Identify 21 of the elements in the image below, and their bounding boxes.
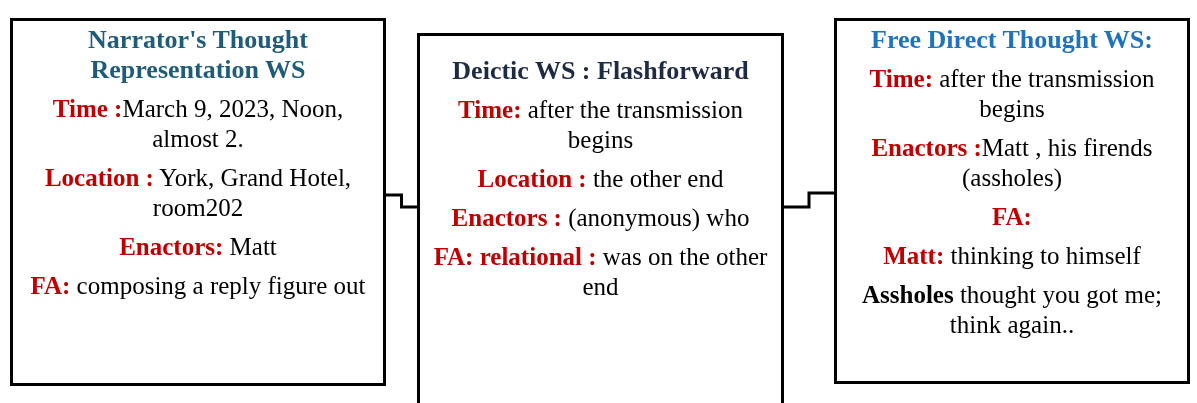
- detail-text: Time: after the transmission begins: [868, 64, 1156, 124]
- detail-text: Time: after the transmission begins: [457, 95, 744, 155]
- detail-text: Location : the other end: [477, 164, 724, 194]
- connector-line: [784, 191, 834, 209]
- detail-text: Location : York, Grand Hotel, room202: [43, 163, 353, 223]
- box-heading: Deictic WS : Flashforward: [452, 56, 749, 86]
- detail-text: FA:: [992, 202, 1032, 232]
- detail-text: Enactors :Matt , his firends (assholes): [870, 133, 1154, 193]
- text-box: [10, 18, 386, 386]
- detail-text: FA: composing a reply figure out: [30, 271, 366, 301]
- box-heading: Free Direct Thought WS:: [871, 25, 1153, 55]
- detail-text: Assholes thought you got me; think again..: [861, 280, 1163, 340]
- detail-text: Enactors : (anonymous) who: [451, 203, 750, 233]
- detail-text: Time :March 9, 2023, Noon, almost 2.: [51, 94, 345, 154]
- box-heading: Narrator's Thought Representation WS: [87, 25, 309, 85]
- detail-text: Enactors: Matt: [119, 232, 277, 262]
- connector-line: [386, 193, 417, 209]
- detail-text: Matt: thinking to himself: [883, 241, 1141, 271]
- text-box: [834, 18, 1190, 384]
- text-box: [417, 33, 784, 403]
- detail-text: FA: relational : was on the other end: [432, 242, 769, 302]
